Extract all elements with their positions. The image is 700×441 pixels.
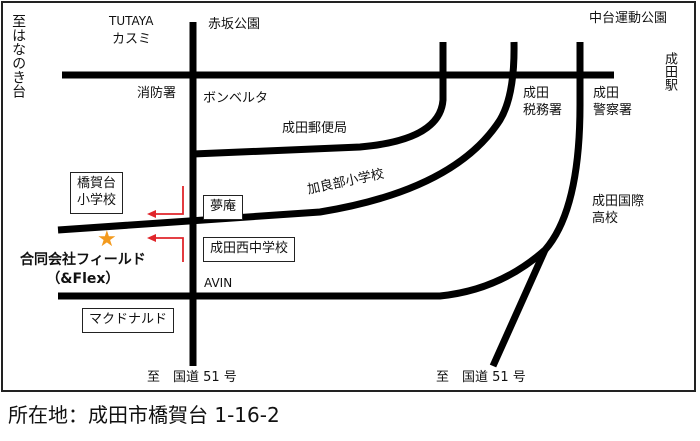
label-to-route51-left: 至 国道 51 号 bbox=[147, 370, 237, 385]
label-bonbeluta: ボンベルタ bbox=[203, 91, 269, 106]
arrow-upper bbox=[152, 186, 184, 215]
box-hashikadai-school: 橋賀台 小学校 bbox=[70, 172, 124, 214]
label-tutaya: TUTAYA bbox=[109, 14, 154, 28]
label-nakadai-park: 中台運動公園 bbox=[589, 11, 668, 26]
arrow-upper-head bbox=[147, 210, 156, 218]
arrow-lower bbox=[152, 237, 184, 262]
map-frame bbox=[1, 1, 696, 392]
address-text: 所在地：成田市橋賀台 1-16-2 bbox=[8, 403, 280, 427]
label-kasumi: カスミ bbox=[112, 32, 152, 47]
label-fire-station: 消防署 bbox=[137, 86, 177, 101]
road-curve-right bbox=[58, 42, 584, 300]
label-narita-station: 成田駅 bbox=[661, 52, 677, 91]
label-tax-office-1: 成田 bbox=[523, 86, 550, 101]
label-police-1: 成田 bbox=[593, 86, 620, 101]
box-muan: 夢庵 bbox=[203, 195, 244, 220]
label-tax-office-2: 税務署 bbox=[523, 103, 563, 118]
label-police-2: 警察署 bbox=[593, 103, 633, 118]
box-hashikadai-school-line2: 小学校 bbox=[77, 192, 117, 208]
box-nishinaka-school: 成田西中学校 bbox=[203, 237, 296, 262]
box-mcdonalds: マクドナルド bbox=[82, 308, 175, 333]
company-name: 合同会社フィールド bbox=[20, 252, 146, 268]
box-hashikadai-school-line1: 橋賀台 bbox=[77, 176, 117, 191]
road-curve-post-office bbox=[192, 42, 447, 158]
arrow-lower-head bbox=[147, 234, 156, 242]
label-akasaka-park: 赤坂公園 bbox=[208, 17, 261, 32]
label-kokusai-2: 高校 bbox=[592, 211, 619, 226]
star-icon: ★ bbox=[97, 227, 117, 252]
road-diagonal-route51 bbox=[489, 248, 549, 368]
label-to-route51-right: 至 国道 51 号 bbox=[436, 370, 526, 385]
company-alias: （&Flex） bbox=[46, 270, 120, 287]
company-label: 合同会社フィールド （&Flex） bbox=[20, 251, 146, 289]
label-post-office: 成田郵便局 bbox=[282, 121, 348, 136]
label-kokusai-1: 成田国際 bbox=[592, 194, 645, 209]
label-avin: AVIN bbox=[204, 276, 233, 290]
label-to-hananokidai: 至はなのき台 bbox=[10, 14, 27, 98]
road-curve-karabe bbox=[57, 41, 518, 234]
